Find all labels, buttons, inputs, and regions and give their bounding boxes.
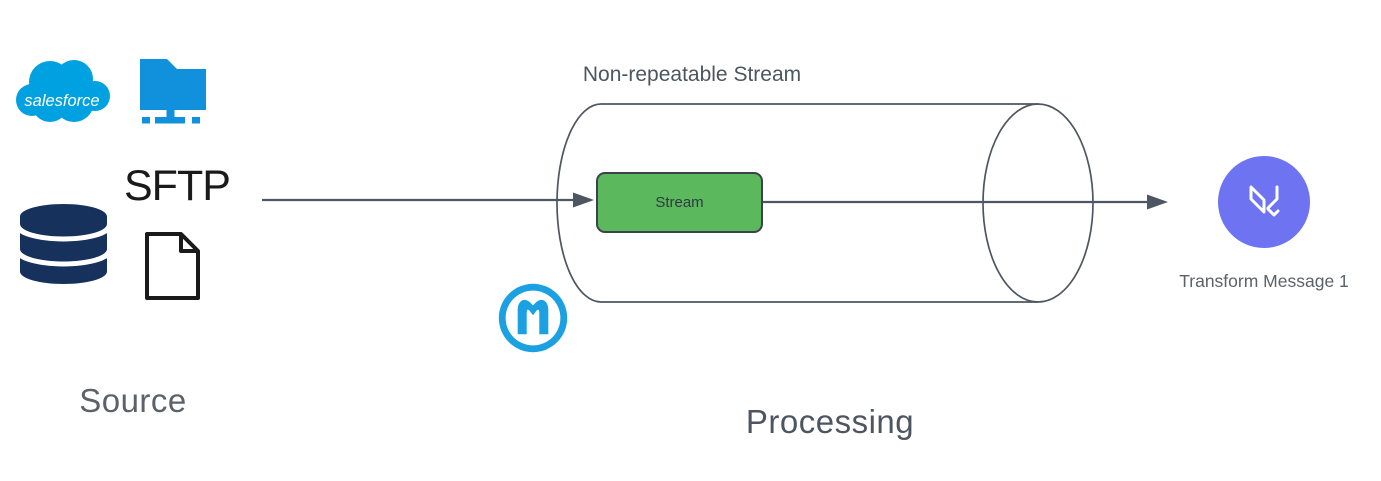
- salesforce-cloud-logo: salesforce: [12, 54, 112, 125]
- database-shape: [20, 204, 107, 284]
- file-shape: [145, 232, 200, 300]
- file-icon: [139, 231, 206, 301]
- salesforce-logo-text: salesforce: [24, 92, 99, 110]
- source-to-stream-arrow: [262, 192, 594, 208]
- stream-to-transform-arrow: [763, 194, 1168, 210]
- transform-message-label: Transform Message 1: [1179, 271, 1349, 291]
- non-repeatable-stream-label: Non-repeatable Stream: [582, 63, 802, 86]
- mulesoft-logo: [497, 282, 569, 354]
- cylinder-left-arc: [556, 103, 602, 303]
- stream-step: Stream: [596, 172, 763, 233]
- sftp-label: SFTP: [124, 162, 231, 210]
- processing-section-label: Processing: [745, 403, 915, 440]
- arrowhead-icon: [573, 192, 594, 208]
- database-icon: [20, 204, 107, 284]
- mulesoft-logo-shape: [498, 283, 568, 353]
- network-folder-shape: [140, 59, 206, 124]
- source-section-label: Source: [79, 382, 187, 419]
- stream-step-label: Stream: [655, 194, 704, 211]
- transform-message-node: [1218, 156, 1310, 248]
- network-folder-icon: [140, 57, 206, 124]
- salesforce-cloud-shape: [16, 60, 110, 122]
- dataweave-transform-icon: [1249, 185, 1280, 217]
- arrowhead-icon: [1147, 194, 1168, 210]
